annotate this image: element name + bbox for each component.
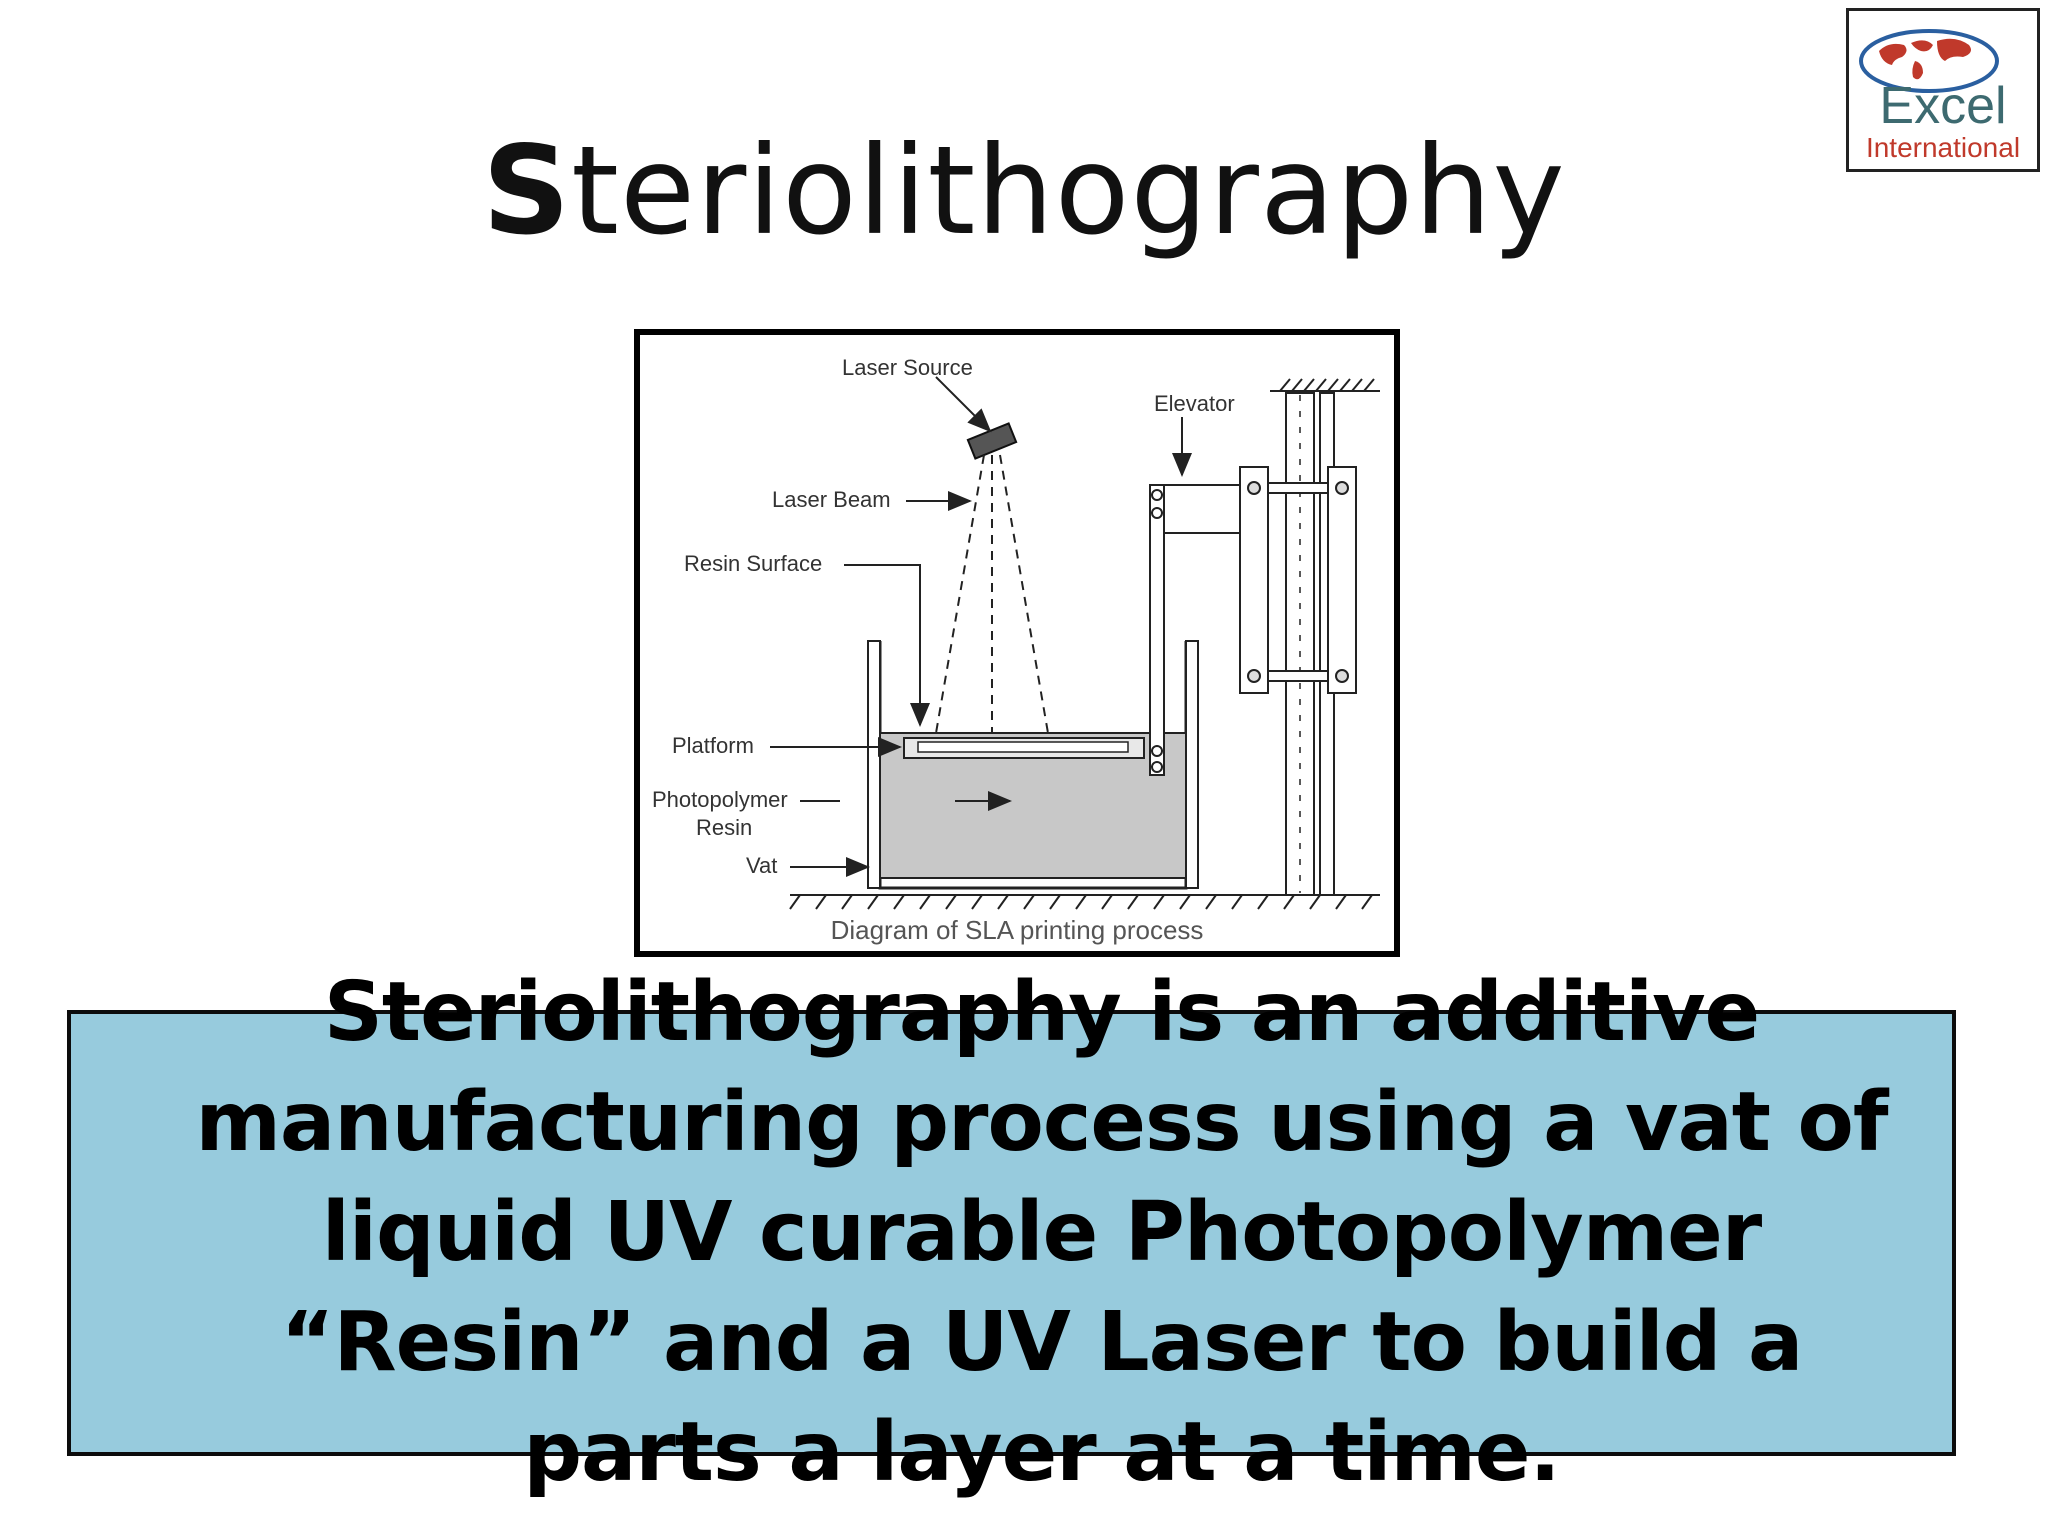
resin-surface-arrow <box>844 564 930 727</box>
elevator-bolt-2 <box>1335 481 1349 495</box>
logo-swoosh <box>1859 29 1999 93</box>
title-first-letter: S <box>482 120 572 262</box>
ground-hatching <box>789 894 1380 910</box>
excel-international-logo: Excel International <box>1846 8 2040 172</box>
elevator-crossbar-bottom <box>1267 670 1329 682</box>
support-bolt-bottom-1 <box>1151 745 1163 757</box>
description-text: Steriolithography is an additive manufac… <box>195 965 1888 1500</box>
label-laser-source: Laser Source <box>842 355 973 380</box>
ceiling-hatching <box>1270 378 1380 392</box>
label-resin: Resin <box>696 815 752 840</box>
logo-text-excel: Excel <box>1879 77 2006 135</box>
label-platform: Platform <box>672 733 754 758</box>
sla-diagram: Laser Source Elevator Laser Beam Resin S… <box>634 329 1400 957</box>
label-elevator: Elevator <box>1154 391 1235 416</box>
laser-source-arrow <box>935 376 992 433</box>
world-map-icon <box>1879 38 1971 80</box>
laser-beam-lines <box>935 454 1049 734</box>
elevator-column <box>1285 392 1315 896</box>
slide-title: Steriolithography <box>0 120 2048 262</box>
elevator-carriage-right <box>1327 466 1357 694</box>
platform-support-rod <box>1149 484 1165 776</box>
label-resin-surface: Resin Surface <box>684 551 822 576</box>
logo-text-international: International <box>1866 132 2020 163</box>
vat-left-wall <box>867 640 881 889</box>
label-laser-beam: Laser Beam <box>772 487 891 512</box>
label-vat: Vat <box>746 853 777 878</box>
elevator-bolt-1 <box>1247 481 1261 495</box>
title-rest: teriolithography <box>571 120 1566 262</box>
elevator-bolt-4 <box>1335 669 1349 683</box>
laser-source-device <box>966 422 1018 460</box>
elevator-bolt-3 <box>1247 669 1261 683</box>
label-photopolymer: Photopolymer <box>652 787 788 812</box>
sla-diagram-graphic: Laser Source Elevator Laser Beam Resin S… <box>652 355 1380 945</box>
diagram-caption: Diagram of SLA printing process <box>831 915 1204 945</box>
logo-graphic: Excel International <box>1859 29 2020 163</box>
support-bolt-top-2 <box>1151 507 1163 519</box>
description-box: Steriolithography is an additive manufac… <box>67 965 1956 1500</box>
elevator-crossbar-top <box>1267 482 1329 494</box>
elevator-carriage-left <box>1239 466 1269 694</box>
vat-right-wall <box>1185 640 1199 889</box>
platform-top <box>917 741 1129 753</box>
support-bolt-top-1 <box>1151 489 1163 501</box>
support-bolt-bottom-2 <box>1151 761 1163 773</box>
